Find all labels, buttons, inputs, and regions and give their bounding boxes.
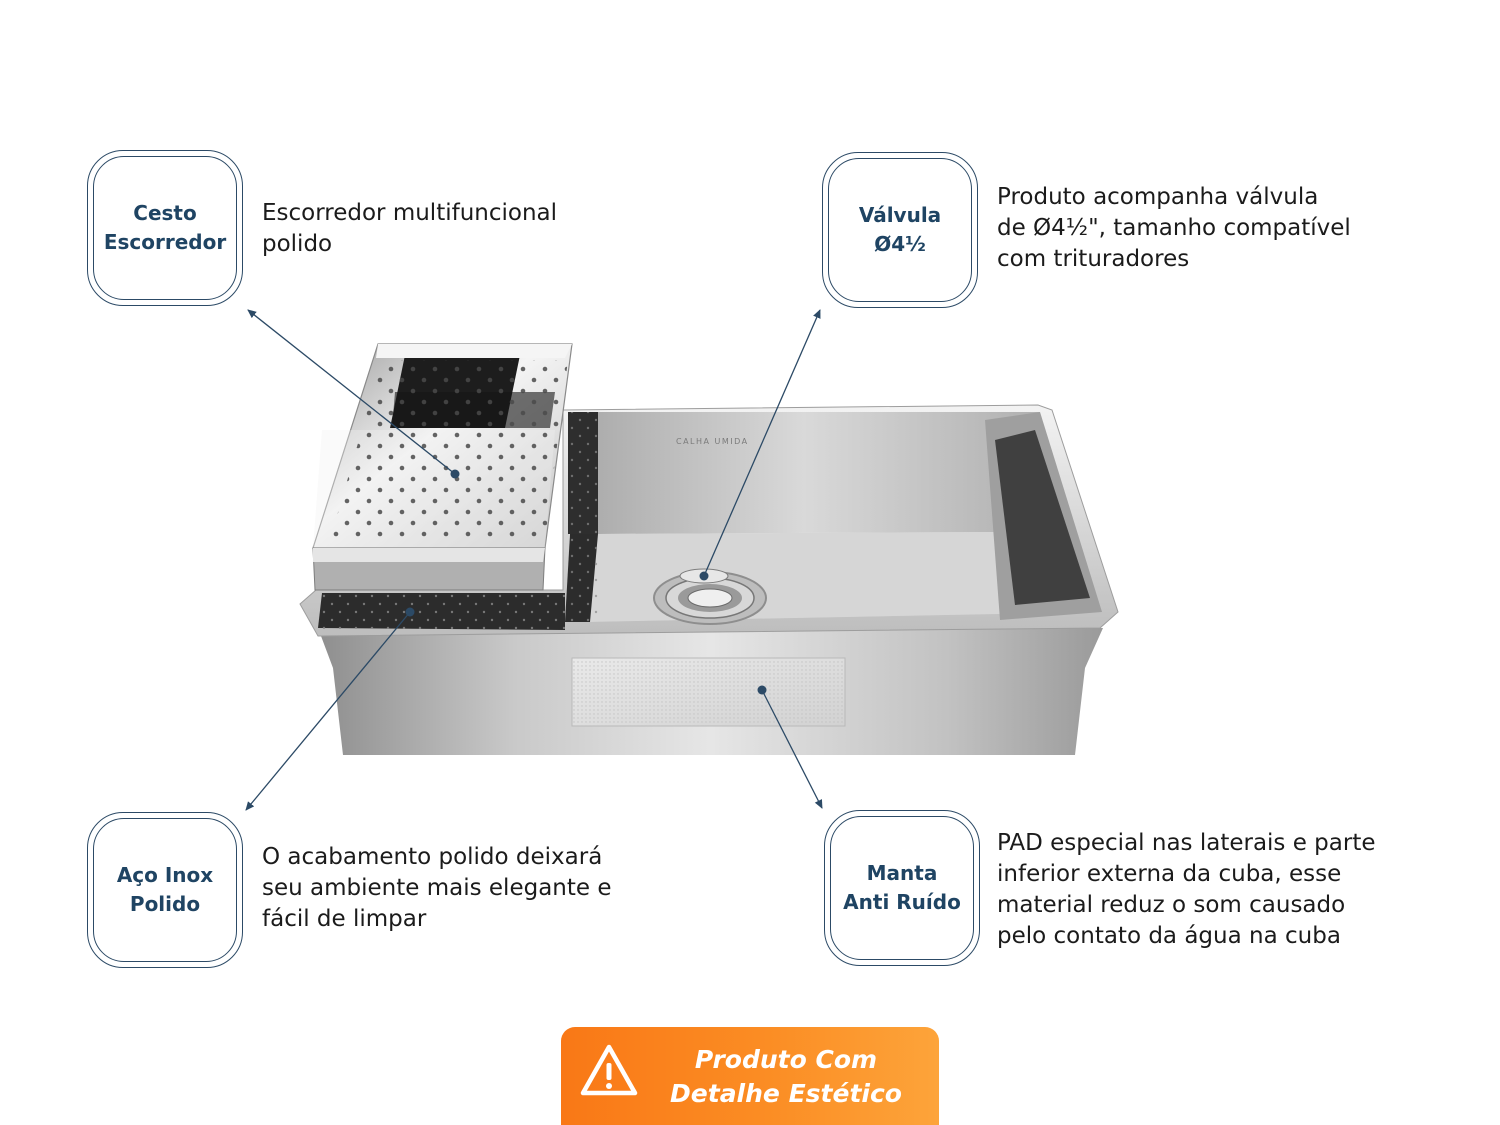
callout-dot-cesto xyxy=(450,469,460,479)
feature-description-valvula: Produto acompanha válvula de Ø4½", taman… xyxy=(997,184,1351,272)
feature-description-aco: O acabamento polido deixará seu ambiente… xyxy=(262,844,612,932)
product-engraving: CALHA UMIDA xyxy=(676,437,749,446)
feature-badge-valvula: Válvula Ø4½ xyxy=(822,152,978,308)
warning-triangle-icon xyxy=(580,1044,638,1096)
drain-valve xyxy=(653,568,767,625)
feature-title-cesto: Cesto Escorredor xyxy=(103,201,227,254)
feature-badge-manta: Manta Anti Ruído xyxy=(824,810,980,966)
feature-badge-aco: Aço Inox Polido xyxy=(87,812,243,968)
drainer-basket xyxy=(312,343,573,591)
feature-title-valvula: Válvula Ø4½ xyxy=(858,203,942,256)
leader-line-manta xyxy=(761,689,823,809)
sink-bowl: CALHA UMIDA xyxy=(565,412,1102,622)
feature-title-manta: Manta Anti Ruído xyxy=(843,861,961,914)
leader-line-valvula xyxy=(703,309,821,577)
feature-description-cesto: Escorredor multifuncional polido xyxy=(262,200,558,257)
feature-badge-cesto: Cesto Escorredor xyxy=(87,150,243,306)
callout-dots xyxy=(405,469,767,695)
feature-description-manta: PAD especial nas laterais e parte inferi… xyxy=(997,830,1376,949)
aesthetic-detail-warning-banner: Produto Com Detalhe Estético xyxy=(561,1027,939,1125)
leader-line-aco xyxy=(245,611,411,811)
callout-lines xyxy=(245,309,823,811)
warning-label: Produto Com Detalhe Estético xyxy=(670,1045,902,1108)
leader-line-cesto xyxy=(247,309,456,475)
callout-dot-manta xyxy=(757,685,767,695)
callout-dot-valvula xyxy=(699,571,709,581)
feature-title-aco: Aço Inox Polido xyxy=(116,863,214,916)
sink-body xyxy=(318,628,1103,755)
drain-channel xyxy=(318,593,565,630)
callout-dot-aco xyxy=(405,607,415,617)
